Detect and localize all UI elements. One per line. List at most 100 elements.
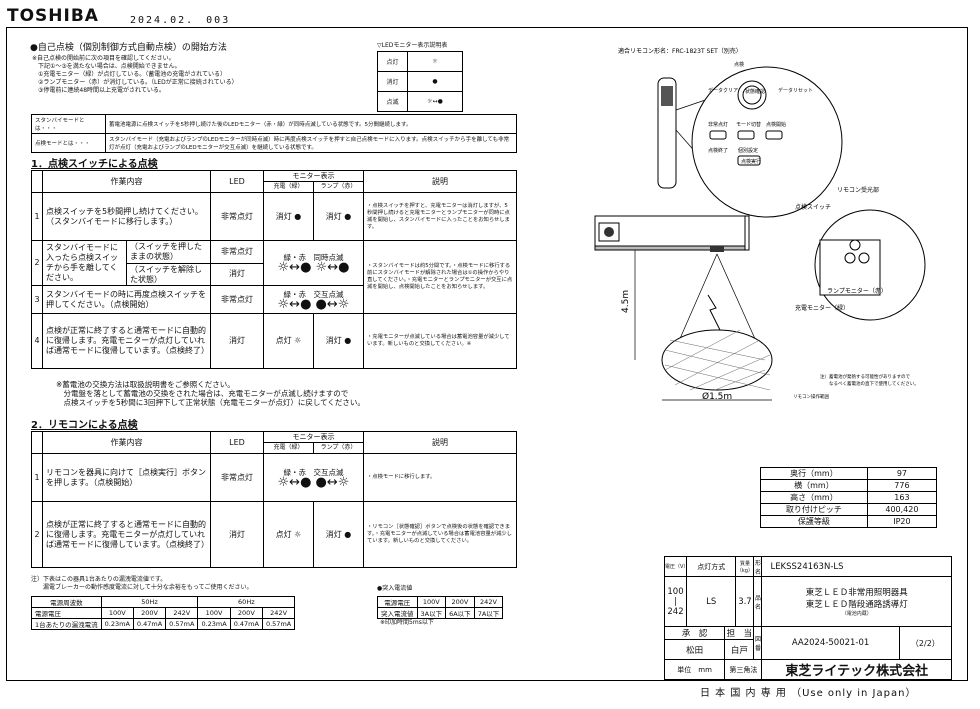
tb-company: 東芝ライテック株式会社	[761, 659, 952, 680]
col-charge: 充電（緑）	[263, 181, 314, 193]
switch-check-table: 作業内容 LED モニター表示 説明 充電（緑） ランプ（赤） 1 点検スイッチ…	[31, 170, 517, 369]
led-state: 消灯	[210, 313, 264, 369]
col-desc: 説明	[363, 170, 517, 193]
monitor-caption: 緑・赤 交互点滅	[283, 467, 344, 477]
legend-table: 点灯☼ 消灯● 点滅☼↔●	[377, 51, 463, 112]
tb-form-header: 形名	[753, 556, 763, 577]
freq-60: 60Hz	[197, 596, 296, 608]
remote-zoom-circle	[691, 66, 843, 218]
req-line: ※自己点検の開始前に次の項目を確認してください。	[32, 55, 175, 62]
row-description: ・点検モードに移行します。	[363, 453, 517, 502]
remote-button-icon	[737, 130, 755, 140]
col-led: LED	[210, 170, 264, 193]
work-text: 点検が正常に終了すると通常モードに自動的に復帰します。充電モニターが点灯していれ…	[42, 313, 211, 369]
mode-name: 点検モードとは・・・	[31, 133, 106, 153]
btn-label: 個別設定	[738, 147, 758, 154]
mode-name: スタンバイモードとは・・・	[31, 114, 106, 134]
btn-label: 点検実行	[741, 158, 761, 165]
fixture-diagram: 適合リモコン形名：FRC-1823T SET（別売） 状態確認 点検 データクリ…	[594, 47, 926, 402]
spec-label: 高さ（mm）	[760, 491, 868, 504]
col-led: LED	[210, 431, 264, 454]
leak-value: 0.57mA	[165, 618, 199, 630]
row-description: ・スタンバイモードは約5分間です。・点検モードに移行する前にスタンバイモードが解…	[363, 240, 517, 314]
spec-value: IP20	[866, 515, 938, 528]
work-text: スタンバイモードの時に再度点検スイッチを押してください。（点検開始）	[42, 285, 211, 314]
spec-value: 163	[866, 491, 938, 504]
legend-label: 点灯	[377, 51, 408, 72]
section1-title: 1．点検スイッチによる点検	[31, 159, 158, 170]
row-number: 1	[31, 192, 43, 241]
lamp-monitor: 消灯 ●	[313, 192, 364, 241]
note-b: なるべく蓄電池の直下で使用してください。	[820, 380, 919, 387]
tb-mass-header: 質量（kg）	[735, 556, 755, 577]
col-monitor: モニター表示	[263, 431, 364, 443]
leak-value: 0.57mA	[261, 618, 296, 630]
inrush-label: 突入電流値	[377, 607, 418, 619]
tb-approve-header: 承 認	[663, 626, 726, 640]
tb-method-header: 点灯方式	[685, 556, 737, 577]
tb-page: （2/2）	[898, 626, 953, 660]
volt-label: 電源電圧	[31, 607, 102, 619]
btn-label: データリセット	[778, 87, 813, 94]
row-description: ・点検スイッチを押すと、充電モニターは消灯しますが、5秒間押し続けると充電モニタ…	[363, 192, 517, 241]
inrush-title: ●突入電流値	[377, 585, 413, 592]
lbl-lamp: ランプモニター（赤）	[827, 287, 887, 295]
note-line: 漏電ブレーカーの動作感度電流に対して十分な余裕をもってご使用ください。	[31, 584, 253, 591]
tb-drafter: 白戸	[724, 639, 755, 660]
leak-value: 0.23mA	[100, 618, 134, 630]
req-line: 下記①～③を満たない場合は、点検開始できません。	[32, 63, 181, 70]
plug-icon	[604, 227, 614, 237]
requirement-list: ※自己点検の開始前に次の項目を確認してください。 下記①～③を満たない場合は、点…	[32, 55, 238, 95]
row-number: 1	[31, 453, 43, 502]
legend-symbol: ●	[407, 71, 463, 92]
inrush-value: 3A以下	[416, 607, 447, 619]
spec-value: 97	[866, 467, 938, 480]
col-work: 作業内容	[42, 431, 211, 454]
req-line: ①充電モニター（緑）が点灯している。（蓄電池の充電がされている）	[32, 71, 227, 78]
work-text: 点検スイッチを5秒間押し続けてください。（スタンバイモードに移行します。）	[42, 192, 211, 241]
btn-label: データクリア	[708, 87, 738, 94]
led-state: 非常点灯	[210, 240, 264, 264]
spec-label: 横（mm）	[760, 479, 868, 492]
leak-value: 0.47mA	[229, 618, 263, 630]
note-line: 注）下表はこの器具1台あたりの漏洩電流値です。	[31, 576, 167, 583]
remote-button-icon	[765, 130, 783, 140]
volt-label: 電源電圧	[377, 596, 418, 608]
remote-check-table: 作業内容 LED モニター表示 説明 充電（緑） ランプ（赤） 1 リモコンを器…	[31, 431, 517, 568]
legend-label: 消灯	[377, 71, 408, 92]
legend-label: 点滅	[377, 91, 408, 112]
volt-value: 100V	[197, 607, 231, 619]
work-text: スタンバイモードに入ったら点検スイッチから手を離してください。 （スイッチを押し…	[42, 240, 211, 286]
row-description: ・リモコン［状態確認］ボタンで点検後の状態を確認できます。・充電モニターが点滅し…	[363, 501, 517, 568]
inrush-note: ※印加時間5ms以下	[380, 619, 434, 626]
section2-title: 2．リモコンによる点検	[31, 420, 138, 431]
lightning-icon	[707, 294, 721, 331]
monitor-both: 緑・赤 同時点滅 ☼↔● ☼↔●	[263, 240, 364, 286]
tb-name3: （電池内蔵）	[841, 611, 872, 617]
inrush-value: 6A以下	[445, 607, 475, 619]
lbl-switch: 点検スイッチ	[795, 203, 831, 211]
lbl-receiver: リモコン受光部	[837, 186, 879, 194]
led-state: 非常点灯	[210, 453, 264, 502]
volt-value: 200V	[445, 596, 475, 608]
remote-button-icon	[709, 130, 727, 140]
freq-label: 電源周波数	[31, 596, 102, 608]
tb-name1: 東芝ＬＥＤ非常用照明器具	[805, 588, 908, 598]
led-state: 非常点灯	[210, 285, 264, 314]
mode-text: 蓄電池電源に点検スイッチを5秒押し続けた後のLEDモニター（赤・緑）が同時点滅し…	[105, 114, 517, 134]
note-a: 注）蓄電池が発熱する可能性がありますので	[820, 373, 910, 380]
leak-value: 0.23mA	[197, 618, 231, 630]
charge-monitor: 点灯 ☼	[263, 313, 314, 369]
tb-unit: 単位 mm	[663, 659, 726, 680]
btn-label: 点検	[734, 61, 744, 68]
work-text-b2: （スイッチを解除した状態）	[130, 265, 202, 284]
work-text-b1: （スイッチを押したままの状態）	[127, 241, 210, 264]
legend-symbol: ☼↔●	[407, 91, 463, 112]
volt-value: 100V	[100, 607, 134, 619]
tb-volt-header: 電圧（V）	[664, 556, 688, 577]
spec-label: 奥行（mm）	[760, 467, 868, 480]
spec-value: 776	[866, 479, 938, 492]
note-line: ※蓄電池の交換方法は取扱説明書をご参照ください。	[56, 380, 235, 389]
lbl-charge: 充電モニター（緑）	[795, 304, 849, 312]
